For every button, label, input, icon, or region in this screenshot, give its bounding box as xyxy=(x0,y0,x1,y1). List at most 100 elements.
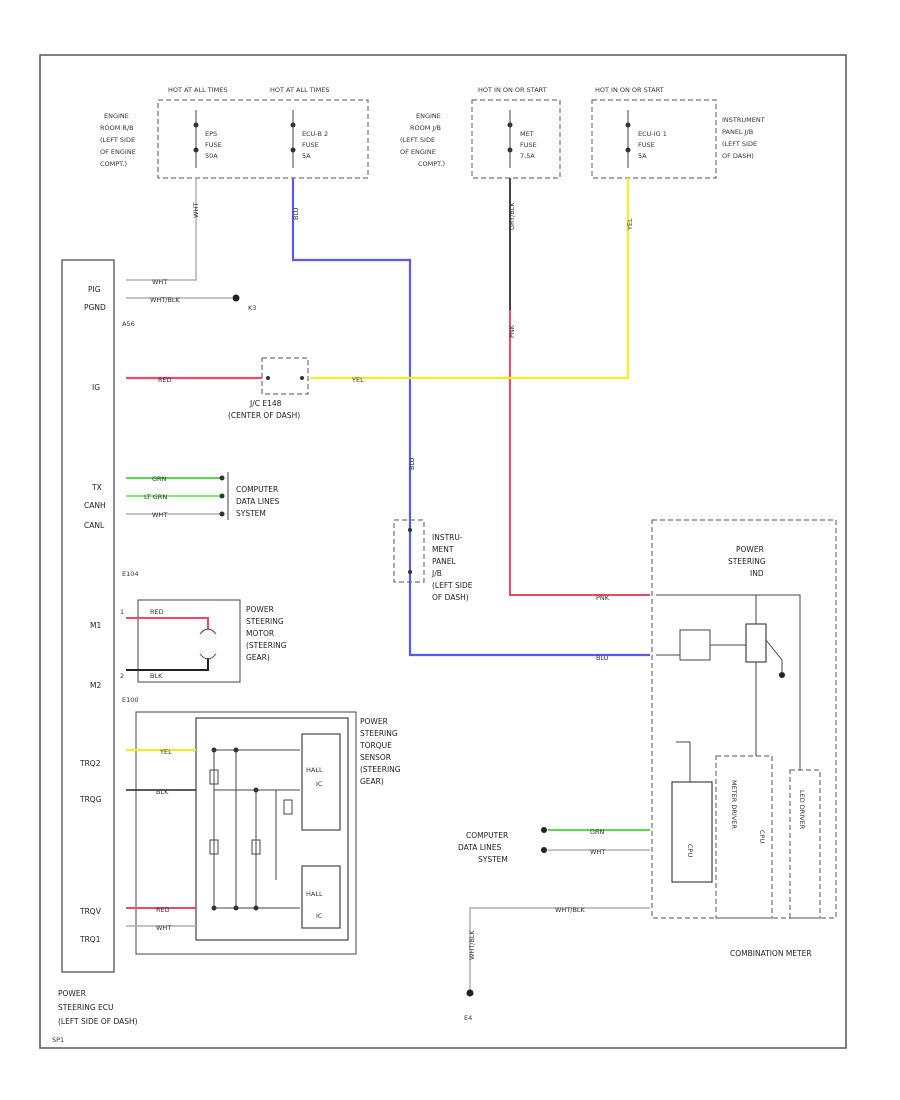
wire-label-blk-m2: BLK xyxy=(150,672,163,680)
wire-label-ltgrn: LT GRN xyxy=(144,493,167,501)
wire-label-wht-trq: WHT xyxy=(156,924,171,932)
motor-pin2: 2 xyxy=(120,672,124,680)
wire-label-wht-pig: WHT xyxy=(152,278,167,286)
pin-trq1: TRQ1 xyxy=(79,935,101,944)
computer-data-2c: SYSTEM xyxy=(478,855,508,864)
fuse-eps-word: FUSE xyxy=(205,141,222,149)
motor-label-2: MOTOR xyxy=(246,629,274,638)
trq-label-2: TORQUE xyxy=(359,741,392,750)
conn-a56: A56 xyxy=(122,320,135,328)
ipjb-5: OF DASH) xyxy=(432,593,469,602)
trq-label-3: SENSOR xyxy=(360,753,391,762)
wire-yel xyxy=(310,178,630,380)
wire-label-red-ig: RED xyxy=(158,376,172,384)
wire-label-whtblk-ground: WHT/BLK xyxy=(555,906,586,914)
hot-label-3: HOT IN ON OR START xyxy=(595,86,664,94)
wire-label-pnk: PNK xyxy=(508,324,516,338)
fuse-ecub2-amp: 5A xyxy=(302,152,311,160)
wire-label-red-trq: RED xyxy=(156,906,170,914)
combination-meter: POWER STEERING IND CPU METER DRIVER CPU … xyxy=(651,519,837,958)
computer-data-1c: SYSTEM xyxy=(236,509,266,518)
pin-pgnd: PGND xyxy=(84,303,106,312)
wire-label-blu-2: BLU xyxy=(408,457,416,470)
loc-2-0: ENGINE xyxy=(416,112,441,120)
loc-3-1: PANEL J/B xyxy=(722,128,753,136)
loc-1-1: ROOM R/B xyxy=(100,124,134,132)
wire-blu xyxy=(291,178,650,657)
wire-label-blu-1: BLU xyxy=(292,207,300,220)
wire-label-blk-trq: BLK xyxy=(156,788,169,796)
hot-label-1b: HOT AT ALL TIMES xyxy=(270,86,330,94)
combo-meter-label: COMBINATION METER xyxy=(730,949,812,958)
wire-label-yel-1: YEL xyxy=(626,218,634,231)
conn-e100: E100 xyxy=(122,696,139,704)
pin-canl: CANL xyxy=(84,521,105,530)
pin-m2: M2 xyxy=(90,681,101,690)
computer-data-2a: COMPUTER xyxy=(466,831,508,840)
wire-whtblk-ground xyxy=(469,907,650,990)
wire-pnk xyxy=(509,310,650,596)
wire-label-whtblk-vert: WHT/BLK xyxy=(468,929,476,960)
wire-label-red-m1: RED xyxy=(150,608,164,616)
fuse-block-instrument-panel-jb: HOT IN ON OR START INSTRUMENT PANEL J/B … xyxy=(591,86,765,179)
ground-e4: E4 xyxy=(464,1014,472,1022)
hall-ic-2a: HALL xyxy=(306,890,323,898)
loc-3-0: INSTRUMENT xyxy=(722,116,765,124)
pin-canh: CANH xyxy=(84,501,106,510)
ipjb-3: J/B xyxy=(431,569,442,578)
wire-label-wht-1: WHT xyxy=(192,203,200,218)
wire-label-grn-meter: GRN xyxy=(590,828,605,836)
meter-driver: METER DRIVER xyxy=(730,780,738,829)
loc-1-4: COMPT.) xyxy=(100,160,127,168)
loc-1-0: ENGINE xyxy=(104,112,129,120)
junction-connector-e148: J/C E148 (CENTER OF DASH) xyxy=(228,357,309,420)
outer-border xyxy=(39,54,847,1049)
loc-3-3: OF DASH) xyxy=(722,152,754,160)
motor-label-3: (STEERING xyxy=(246,641,287,650)
hall-ic-1b: IC xyxy=(316,780,323,788)
torque-sensor: YEL BLK RED WHT HALL IC HALL IC POWER ST… xyxy=(126,711,401,955)
pin-ig: IG xyxy=(92,383,100,392)
fuse-block-engine-room-jb: HOT IN ON OR START ENGINE ROOM J/B (LEFT… xyxy=(400,86,561,179)
wire-label-gryblk: GRY/BLK xyxy=(508,202,516,230)
pin-tx: TX xyxy=(91,483,102,492)
fuse-met-amp: 7.5A xyxy=(520,152,535,160)
fuse-ecuig1-word: FUSE xyxy=(638,141,655,149)
fuse-ecuig1-amp: 5A xyxy=(638,152,647,160)
wire-label-blu-3: BLU xyxy=(596,654,609,662)
trq-label-1: STEERING xyxy=(360,729,398,738)
motor-pin1: 1 xyxy=(120,608,124,616)
pin-trqg: TRQG xyxy=(79,795,102,804)
ipjb-4: (LEFT SIDE xyxy=(432,581,473,590)
ps-ind-1: STEERING xyxy=(728,557,766,566)
wire-label-grn: GRN xyxy=(152,475,167,483)
wire-label-pnk-2: PNK xyxy=(596,594,610,602)
motor-label-4: GEAR) xyxy=(246,653,270,662)
wire-wht-pig xyxy=(126,178,197,281)
trq-label-4: (STEERING xyxy=(360,765,401,774)
pin-m1: M1 xyxy=(90,621,101,630)
fuse-ecub2-name: ECU-B 2 xyxy=(302,130,328,138)
conn-e104: E104 xyxy=(122,570,139,578)
wire-label-yel-2: YEL xyxy=(351,376,364,384)
conn-k3: K3 xyxy=(248,304,256,312)
ipjb-0: INSTRU- xyxy=(432,533,463,542)
ecu-label-1: POWER xyxy=(58,989,86,998)
loc-2-4: COMPT.) xyxy=(418,160,445,168)
fuse-ecub2-word: FUSE xyxy=(302,141,319,149)
loc-2-2: (LEFT SIDE xyxy=(400,136,435,144)
hot-label-2: HOT IN ON OR START xyxy=(478,86,547,94)
trq-label-0: POWER xyxy=(360,717,388,726)
fuse-eps-name: EPS xyxy=(205,130,217,138)
wire-label-wht-canl: WHT xyxy=(152,511,167,519)
loc-2-3: OF ENGINE xyxy=(400,148,436,156)
power-steering-motor: RED BLK 1 2 POWER STEERING MOTOR (STEERI… xyxy=(120,599,287,704)
ps-ind-0: POWER xyxy=(736,545,764,554)
loc-1-3: OF ENGINE xyxy=(100,148,136,156)
loc-1-2: (LEFT SIDE xyxy=(100,136,135,144)
computer-data-1b: DATA LINES xyxy=(236,497,279,506)
pin-pig: PIG xyxy=(88,285,101,294)
pin-trqv: TRQV xyxy=(79,907,102,916)
led-driver: LED DRIVER xyxy=(798,790,806,830)
loc-2-1: ROOM J/B xyxy=(410,124,441,132)
